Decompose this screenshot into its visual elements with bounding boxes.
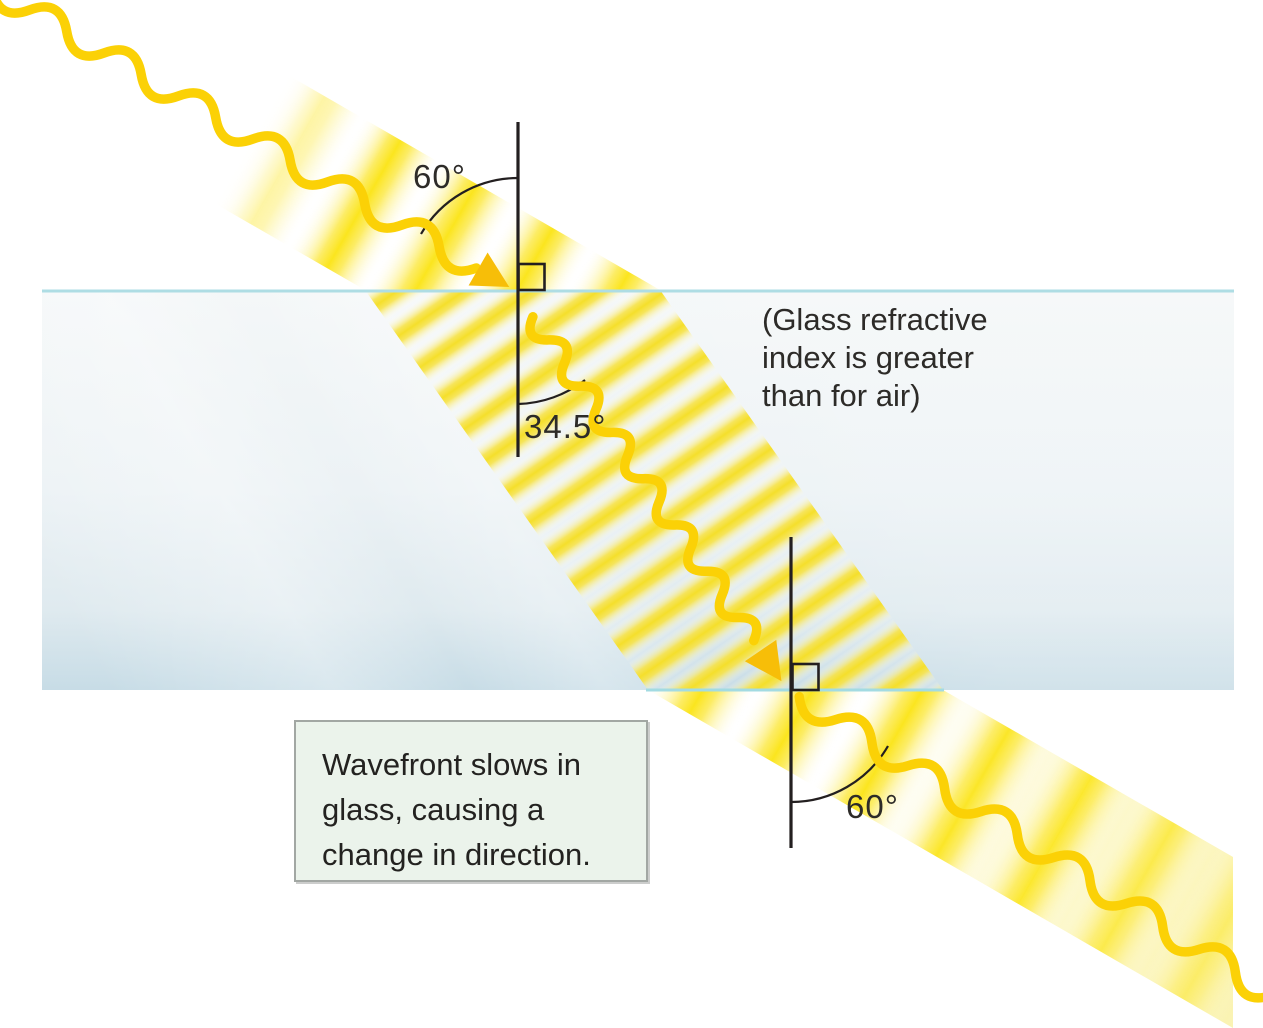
- exit-angle-label: 60°: [846, 788, 899, 825]
- glass-refractive-note: (Glass refractive index is greater than …: [762, 301, 988, 415]
- refraction-angle-label: 34.5°: [524, 408, 607, 445]
- caption-line: change in direction.: [322, 837, 591, 872]
- incidence-angle-label: 60°: [413, 158, 466, 195]
- caption-box: Wavefront slows in glass, causing a chan…: [294, 720, 648, 882]
- glass-refractive-note-line: (Glass refractive: [762, 302, 988, 337]
- glass-refractive-note-line: index is greater: [762, 340, 974, 375]
- arrowhead-refracted: [744, 639, 782, 682]
- beam-in-glass: [365, 290, 943, 690]
- glass-refractive-note-line: than for air): [762, 378, 921, 413]
- ray-incident: [0, 0, 482, 276]
- beam-incident: [214, 75, 660, 290]
- ray-refracted: [525, 312, 762, 646]
- right-angle-marker-bottom: [791, 662, 820, 692]
- caption-line: glass, causing a: [322, 792, 545, 827]
- ray-exit: [794, 691, 1263, 1003]
- right-angle-marker-top: [517, 262, 546, 292]
- arrowhead-incident: [468, 252, 510, 287]
- beam-exit: [648, 690, 1233, 1028]
- caption-line: Wavefront slows in: [322, 747, 581, 782]
